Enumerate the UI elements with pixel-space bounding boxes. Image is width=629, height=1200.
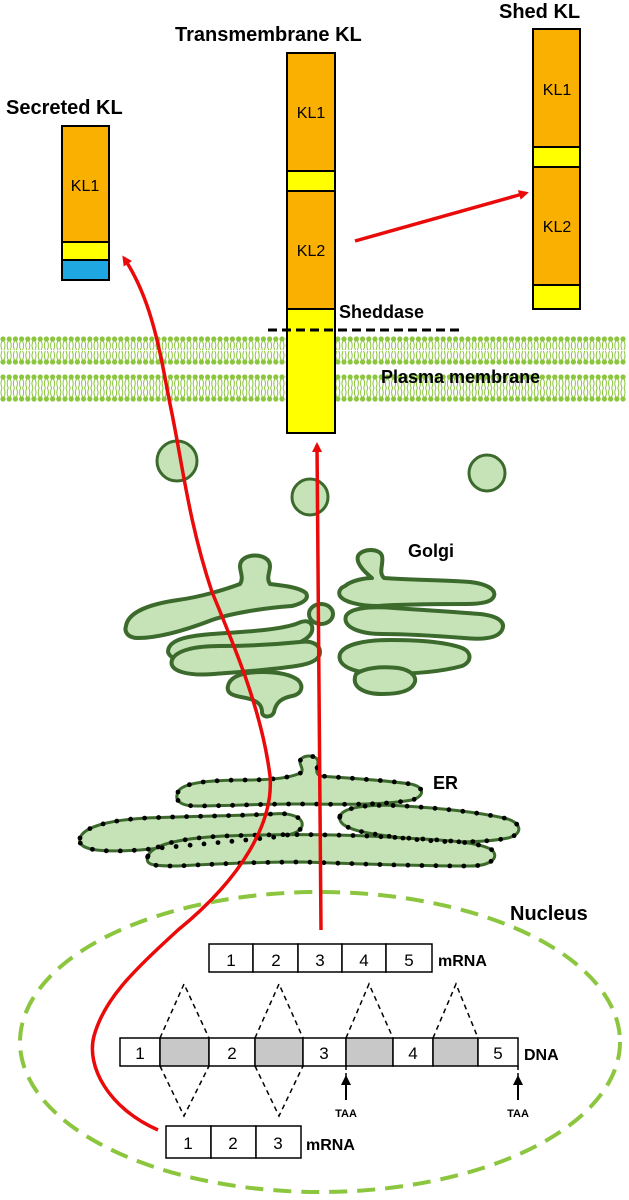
tm-transmembrane-segment <box>286 308 336 434</box>
tm-linker <box>286 170 336 192</box>
mrna-top-exon-4-label: 4 <box>359 951 368 970</box>
taa-label-2: TAA <box>507 1108 529 1120</box>
dna-exon-4 <box>392 1037 434 1067</box>
dna-exon-1-label: 1 <box>135 1044 144 1063</box>
transmembrane-kl-title: Transmembrane KL <box>175 24 362 46</box>
mrna-bottom: 1 2 3 mRNA <box>165 1125 355 1159</box>
mrna-top-exon-3 <box>297 943 343 973</box>
golgi-small-vesicle <box>307 602 335 626</box>
ribosomes <box>77 754 520 869</box>
golgi-cisterna-8 <box>352 665 418 696</box>
secreted-kl1-label: KL1 <box>71 178 100 195</box>
mrna-bottom-exon-3 <box>255 1125 302 1159</box>
dna-exon-3-label: 3 <box>319 1044 328 1063</box>
splice-junctions <box>159 982 519 1118</box>
golgi-apparatus <box>123 548 505 719</box>
shed-kl2-domain <box>532 166 581 286</box>
dna-intron-2 <box>254 1037 304 1067</box>
mrna-bottom-exon-2-label: 2 <box>228 1134 237 1153</box>
dna-gene: 1 2 3 4 5 DNA <box>119 1037 559 1067</box>
tm-kl1-domain <box>286 52 336 172</box>
shedding-release-arrow <box>354 190 529 243</box>
mrna-top-exon-1-label: 1 <box>226 951 235 970</box>
dna-intron-1 <box>159 1037 210 1067</box>
tm-kl1-label: KL1 <box>297 105 326 122</box>
mrna-top-exon-2-label: 2 <box>271 951 280 970</box>
tm-kl2-label: KL2 <box>297 243 326 260</box>
vesicle-2 <box>290 477 330 517</box>
mrna-top-exon-4 <box>341 943 387 973</box>
shed-kl2-label: KL2 <box>543 219 572 236</box>
shed-stub <box>532 284 581 310</box>
mrna-top-exon-2 <box>252 943 299 973</box>
mrna-bottom-exon-1 <box>165 1125 212 1159</box>
plasma-membrane-label: Plasma membrane <box>381 367 540 387</box>
nucleus-envelope <box>18 890 622 1194</box>
sheddase-label: Sheddase <box>339 302 424 322</box>
mrna-top-exon-5 <box>385 943 433 973</box>
dna-intron-4 <box>432 1037 479 1067</box>
plasma-membrane-bilayer <box>0 336 626 402</box>
secreted-kl-protein: KL1 <box>61 125 110 281</box>
shed-kl1-label: KL1 <box>543 82 572 99</box>
mrna-bottom-exon-1-label: 1 <box>183 1134 192 1153</box>
golgi-cisterna-2 <box>337 548 497 608</box>
dna-exon-5-label: 5 <box>493 1044 502 1063</box>
transmembrane-kl-protein: KL1 KL2 <box>286 52 336 434</box>
dna-label: DNA <box>524 1047 559 1064</box>
shed-kl-title: Shed KL <box>499 1 580 23</box>
golgi-cisterna-5 <box>169 639 322 677</box>
transmembrane-kl-trafficking-arrow <box>312 442 323 931</box>
dna-intron-3 <box>345 1037 394 1067</box>
er-sheet-1 <box>175 754 423 808</box>
mrna-top-exon-5-label: 5 <box>404 951 413 970</box>
golgi-cisterna-4 <box>343 605 505 641</box>
endoplasmic-reticulum <box>77 754 521 869</box>
golgi-cisterna-1 <box>123 553 309 640</box>
shed-kl1-domain <box>532 28 581 148</box>
mrna-bottom-exon-2 <box>210 1125 257 1159</box>
nucleus-label: Nucleus <box>510 903 588 925</box>
dna-exon-1 <box>119 1037 161 1067</box>
mrna-top: 1 2 3 4 5 mRNA <box>208 943 487 973</box>
secreted-kl-trafficking-arrow <box>90 255 273 1132</box>
dna-exon-3 <box>302 1037 347 1067</box>
dna-exon-2-label: 2 <box>227 1044 236 1063</box>
shed-kl-protein: KL1 KL2 <box>532 28 581 310</box>
mrna-top-exon-3-label: 3 <box>315 951 324 970</box>
golgi-label: Golgi <box>408 541 454 561</box>
er-label: ER <box>433 773 458 793</box>
secreted-kl-title: Secreted KL <box>6 97 123 119</box>
mrna-bottom-exon-3-label: 3 <box>273 1134 282 1153</box>
taa-label-1: TAA <box>335 1108 357 1120</box>
shed-linker <box>532 146 581 168</box>
secreted-kl-unique-tail <box>61 259 110 281</box>
dna-exon-4-label: 4 <box>408 1044 417 1063</box>
dna-exon-5 <box>477 1037 519 1067</box>
mrna-bottom-label: mRNA <box>306 1137 355 1154</box>
golgi-cisterna-7 <box>225 670 304 719</box>
mrna-top-label: mRNA <box>438 953 487 970</box>
secreted-kl-linker <box>61 241 110 261</box>
vesicle-3 <box>467 453 507 493</box>
